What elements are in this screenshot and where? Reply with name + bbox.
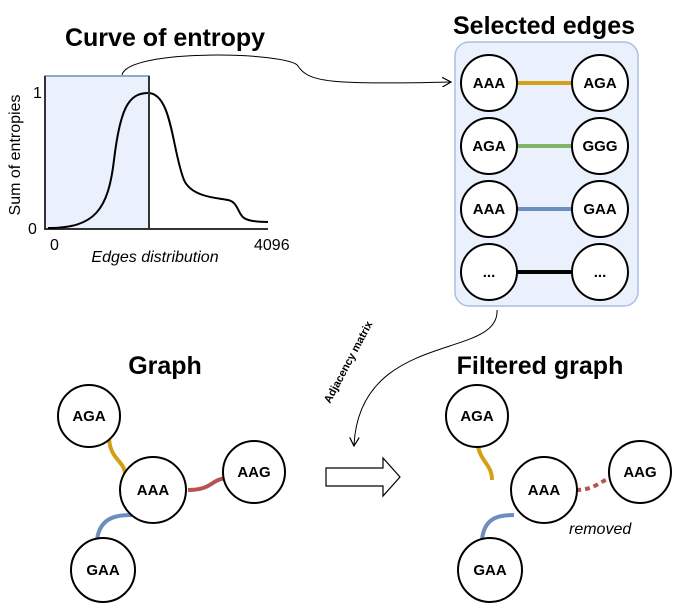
selected-edge-node-right-label: ...	[594, 264, 607, 281]
selected-edge-row: AAA GAA	[460, 180, 629, 238]
graph-node-right-label: AAG	[237, 464, 270, 481]
selected-edge-node-left-label: AAA	[473, 75, 506, 92]
filtered-node-center	[510, 456, 578, 524]
filtered-node-top-label: AGA	[460, 408, 494, 425]
filtered-edge-aaa-gaa	[480, 513, 515, 541]
filtered-node-bottom	[457, 537, 523, 603]
selected-edge-node-left	[460, 243, 518, 301]
graph-edge-aaa-gaa	[95, 513, 135, 541]
x-tick-4096: 4096	[254, 237, 290, 254]
selected-edge-row: AGA GGG	[460, 117, 629, 175]
graph-node-bottom-label: GAA	[86, 562, 120, 579]
entropy-selection-region	[44, 75, 150, 230]
graph-node-top	[57, 384, 121, 448]
x-axis-label: Edges distribution	[91, 249, 218, 266]
graph-edge-aga-aaa	[107, 435, 127, 476]
selected-edge-node-left	[460, 54, 518, 112]
y-tick-1: 1	[33, 85, 42, 102]
selected-edge-row: ......	[460, 243, 629, 301]
filtered-node-bottom-label: GAA	[473, 562, 507, 579]
selected-edge-node-right	[571, 54, 629, 112]
graph-node-top-label: AGA	[72, 408, 106, 425]
graph-node-center-label: AAA	[137, 482, 170, 499]
selected-edge-node-right-label: GAA	[583, 201, 617, 218]
selection-arrow	[121, 54, 450, 83]
removed-label: removed	[569, 521, 632, 538]
selected-edge-node-left-label: AGA	[472, 138, 506, 155]
adjacency-matrix-label: Adjacency matrix	[322, 319, 376, 406]
selected-edge-node-right-label: AGA	[583, 75, 617, 92]
selected-edge-node-left-label: ...	[483, 264, 496, 281]
filtered-node-right	[608, 440, 672, 504]
entropy-curve	[47, 91, 269, 229]
selected-edge-node-right	[571, 117, 629, 175]
y-axis-label: Sum of entropies	[7, 95, 24, 216]
selected-edge-node-right-label: GGG	[582, 138, 617, 155]
selected-edges-title: Selected edges	[453, 12, 635, 40]
transform-arrow	[325, 456, 401, 498]
graph-node-right	[222, 440, 286, 504]
y-tick-0: 0	[28, 221, 37, 238]
filtered-edge-removed	[575, 476, 613, 492]
selected-edge-node-right	[571, 243, 629, 301]
x-tick-0: 0	[50, 237, 59, 254]
filtered-node-top	[445, 384, 509, 448]
selected-edge-row: AAA AGA	[460, 54, 629, 112]
filtered-graph-title: Filtered graph	[457, 352, 624, 380]
adjacency-arrow	[354, 309, 498, 445]
curve-title: Curve of entropy	[65, 24, 265, 52]
selected-edge-node-left-label: AAA	[473, 201, 506, 218]
graph-node-bottom	[70, 537, 136, 603]
filtered-node-right-label: AAG	[623, 464, 656, 481]
selected-edge-node-left	[460, 117, 518, 175]
selected-edge-node-left	[460, 180, 518, 238]
filtered-node-center-label: AAA	[528, 482, 561, 499]
selected-edge-node-right	[571, 180, 629, 238]
graph-title: Graph	[128, 352, 202, 380]
graph-node-center	[119, 456, 187, 524]
